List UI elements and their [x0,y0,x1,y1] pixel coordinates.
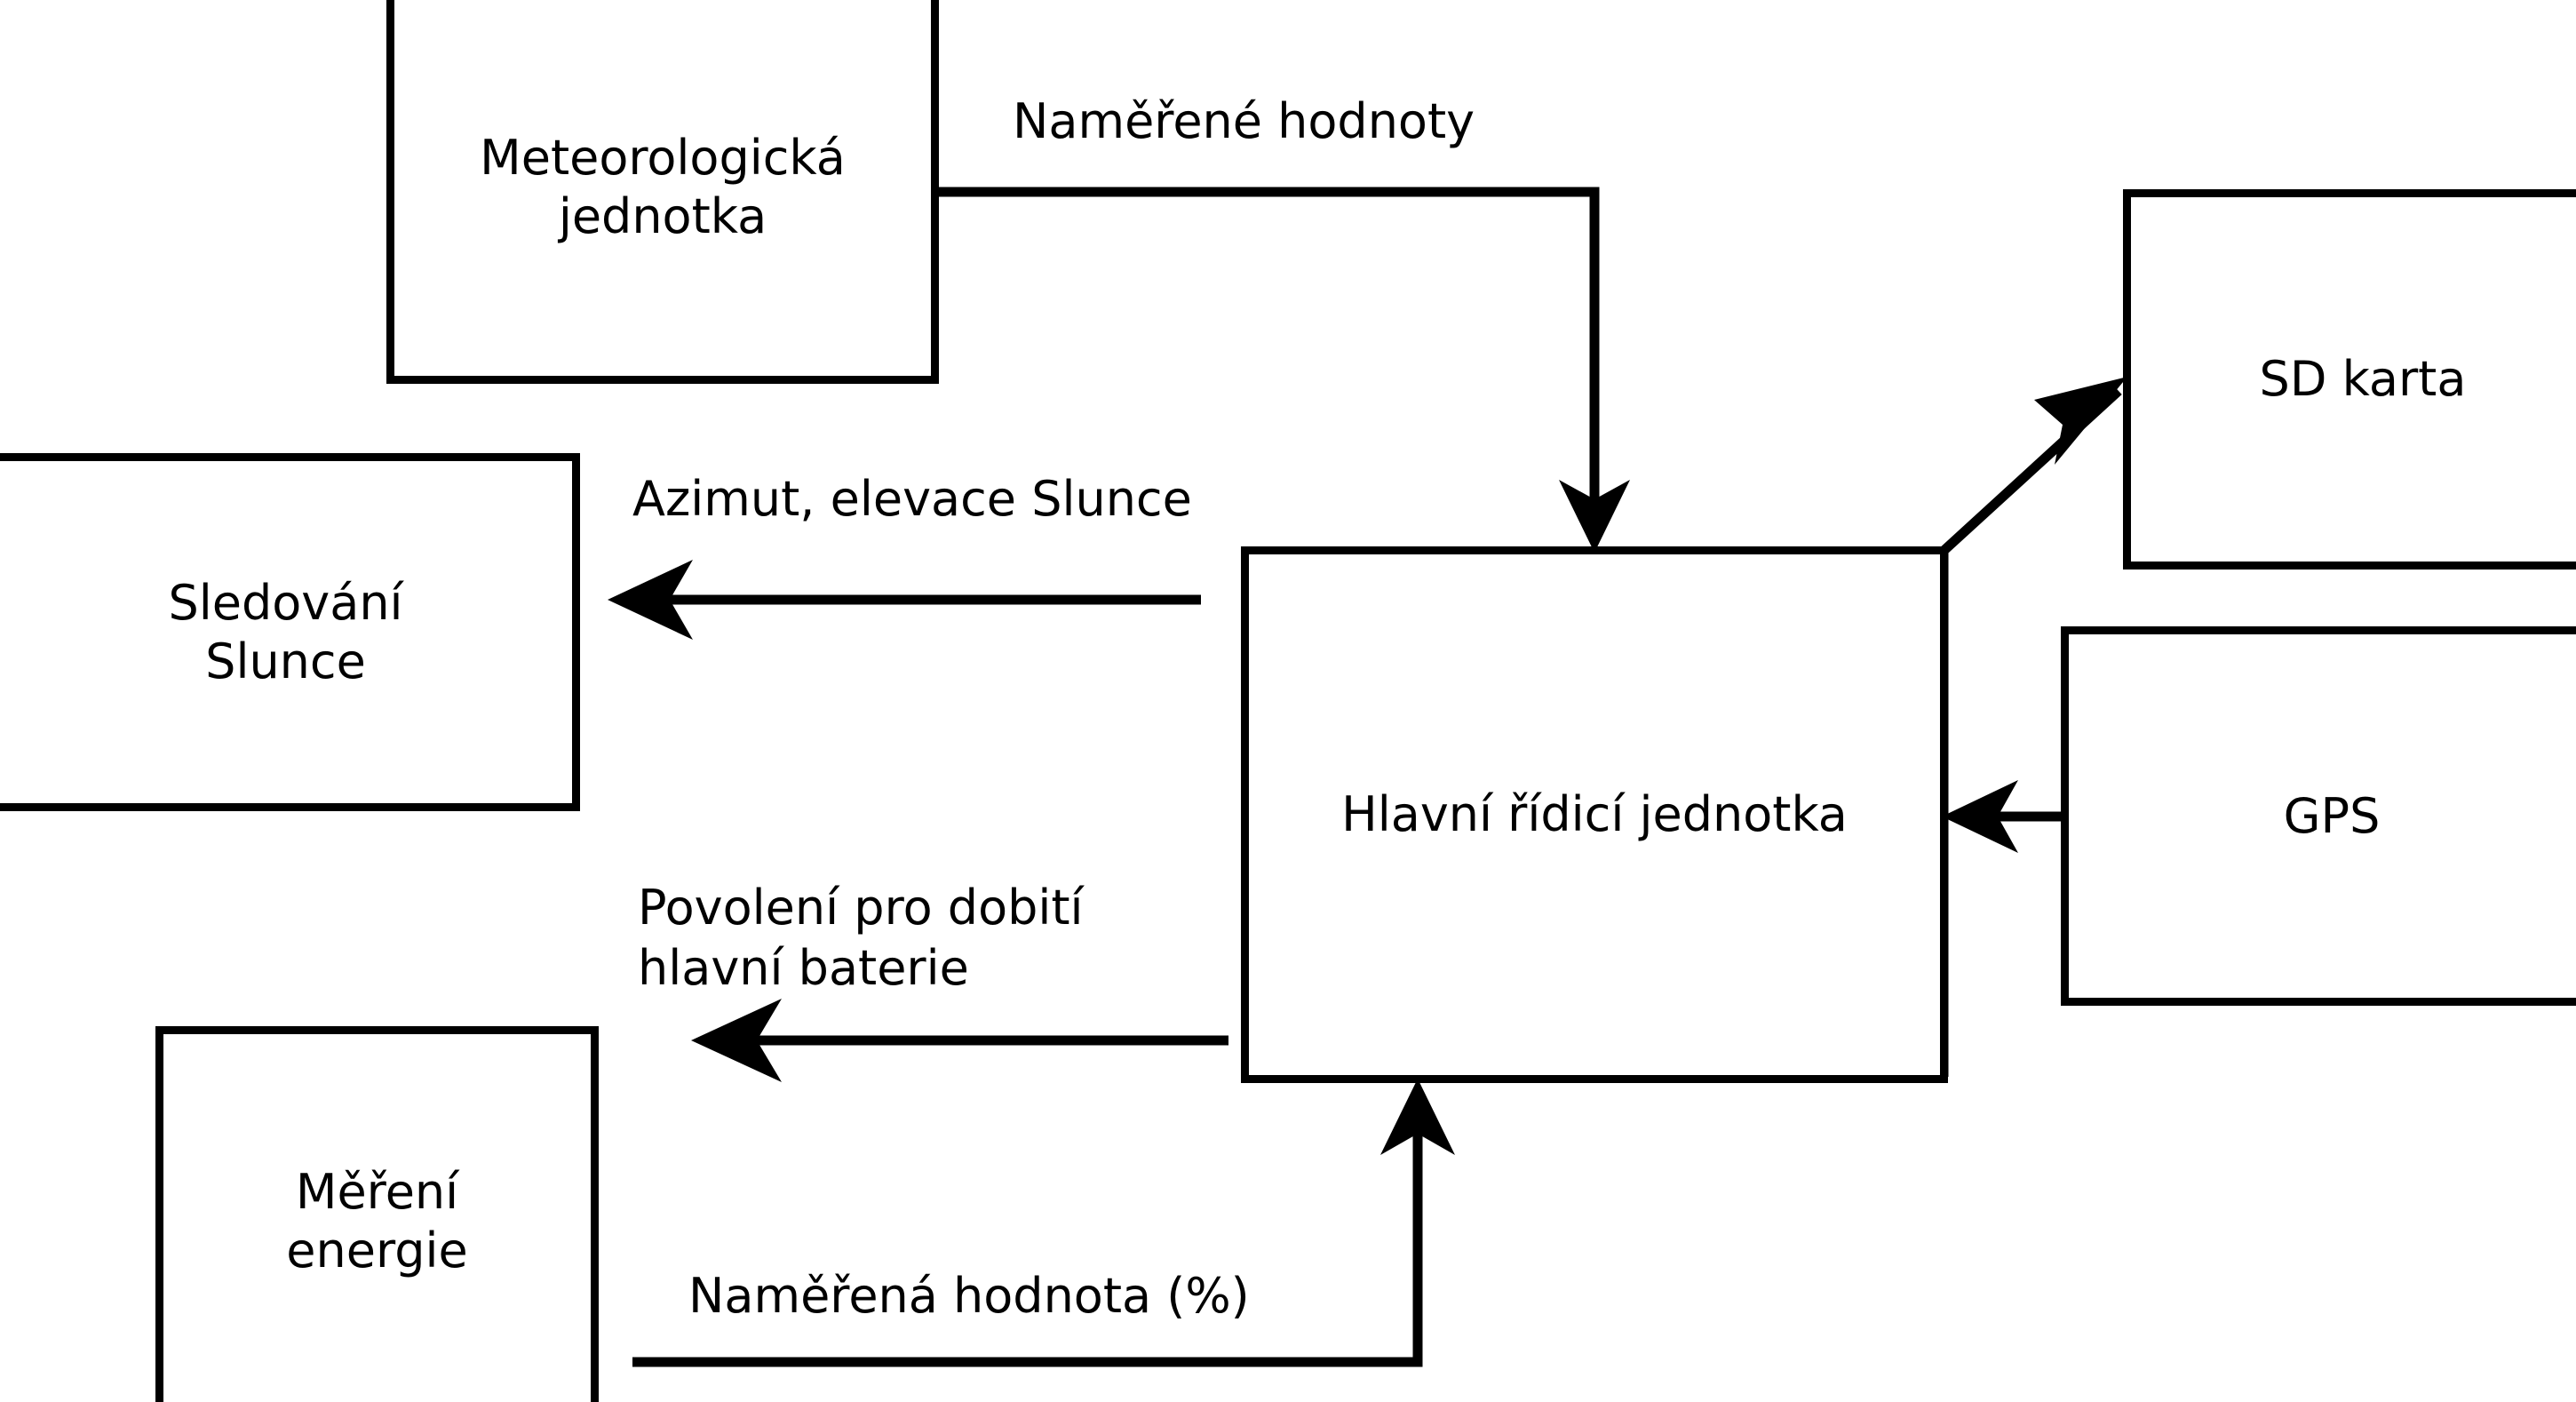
node-main-control-unit[interactable]: Hlavní řídicí jednotka [1241,546,1948,1083]
edge-label-charge-permission: Povolení pro dobití hlavní baterie [638,880,1084,997]
edge-main-to-energy [691,999,1228,1082]
node-energy-measurement[interactable]: Měření energie [155,1026,599,1402]
node-gps[interactable]: GPS [2061,626,2576,1006]
edge-label-measured-values: Naměřené hodnoty [1013,93,1475,149]
node-sd-card[interactable]: SD karta [2123,189,2576,570]
edge-gps-to-main [1942,780,2063,853]
node-energy-measurement-label: Měření energie [286,1164,468,1279]
node-sun-tracking[interactable]: Sledování Slunce [0,453,580,811]
edge-label-measured-percentage: Naměřená hodnota (%) [688,1268,1250,1324]
node-sun-tracking-label: Sledování Slunce [168,574,403,689]
edge-main-to-tracking [608,560,1201,640]
node-meteorological-unit-label: Meteorologická jednotka [480,130,846,244]
edge-label-azimuth-elevation: Azimut, elevace Slunce [632,471,1192,527]
node-meteorological-unit[interactable]: Meteorologická jednotka [386,0,939,384]
node-sd-card-label: SD karta [2259,351,2467,408]
node-main-control-unit-label: Hlavní řídicí jednotka [1341,786,1848,843]
node-gps-label: GPS [2283,787,2381,844]
